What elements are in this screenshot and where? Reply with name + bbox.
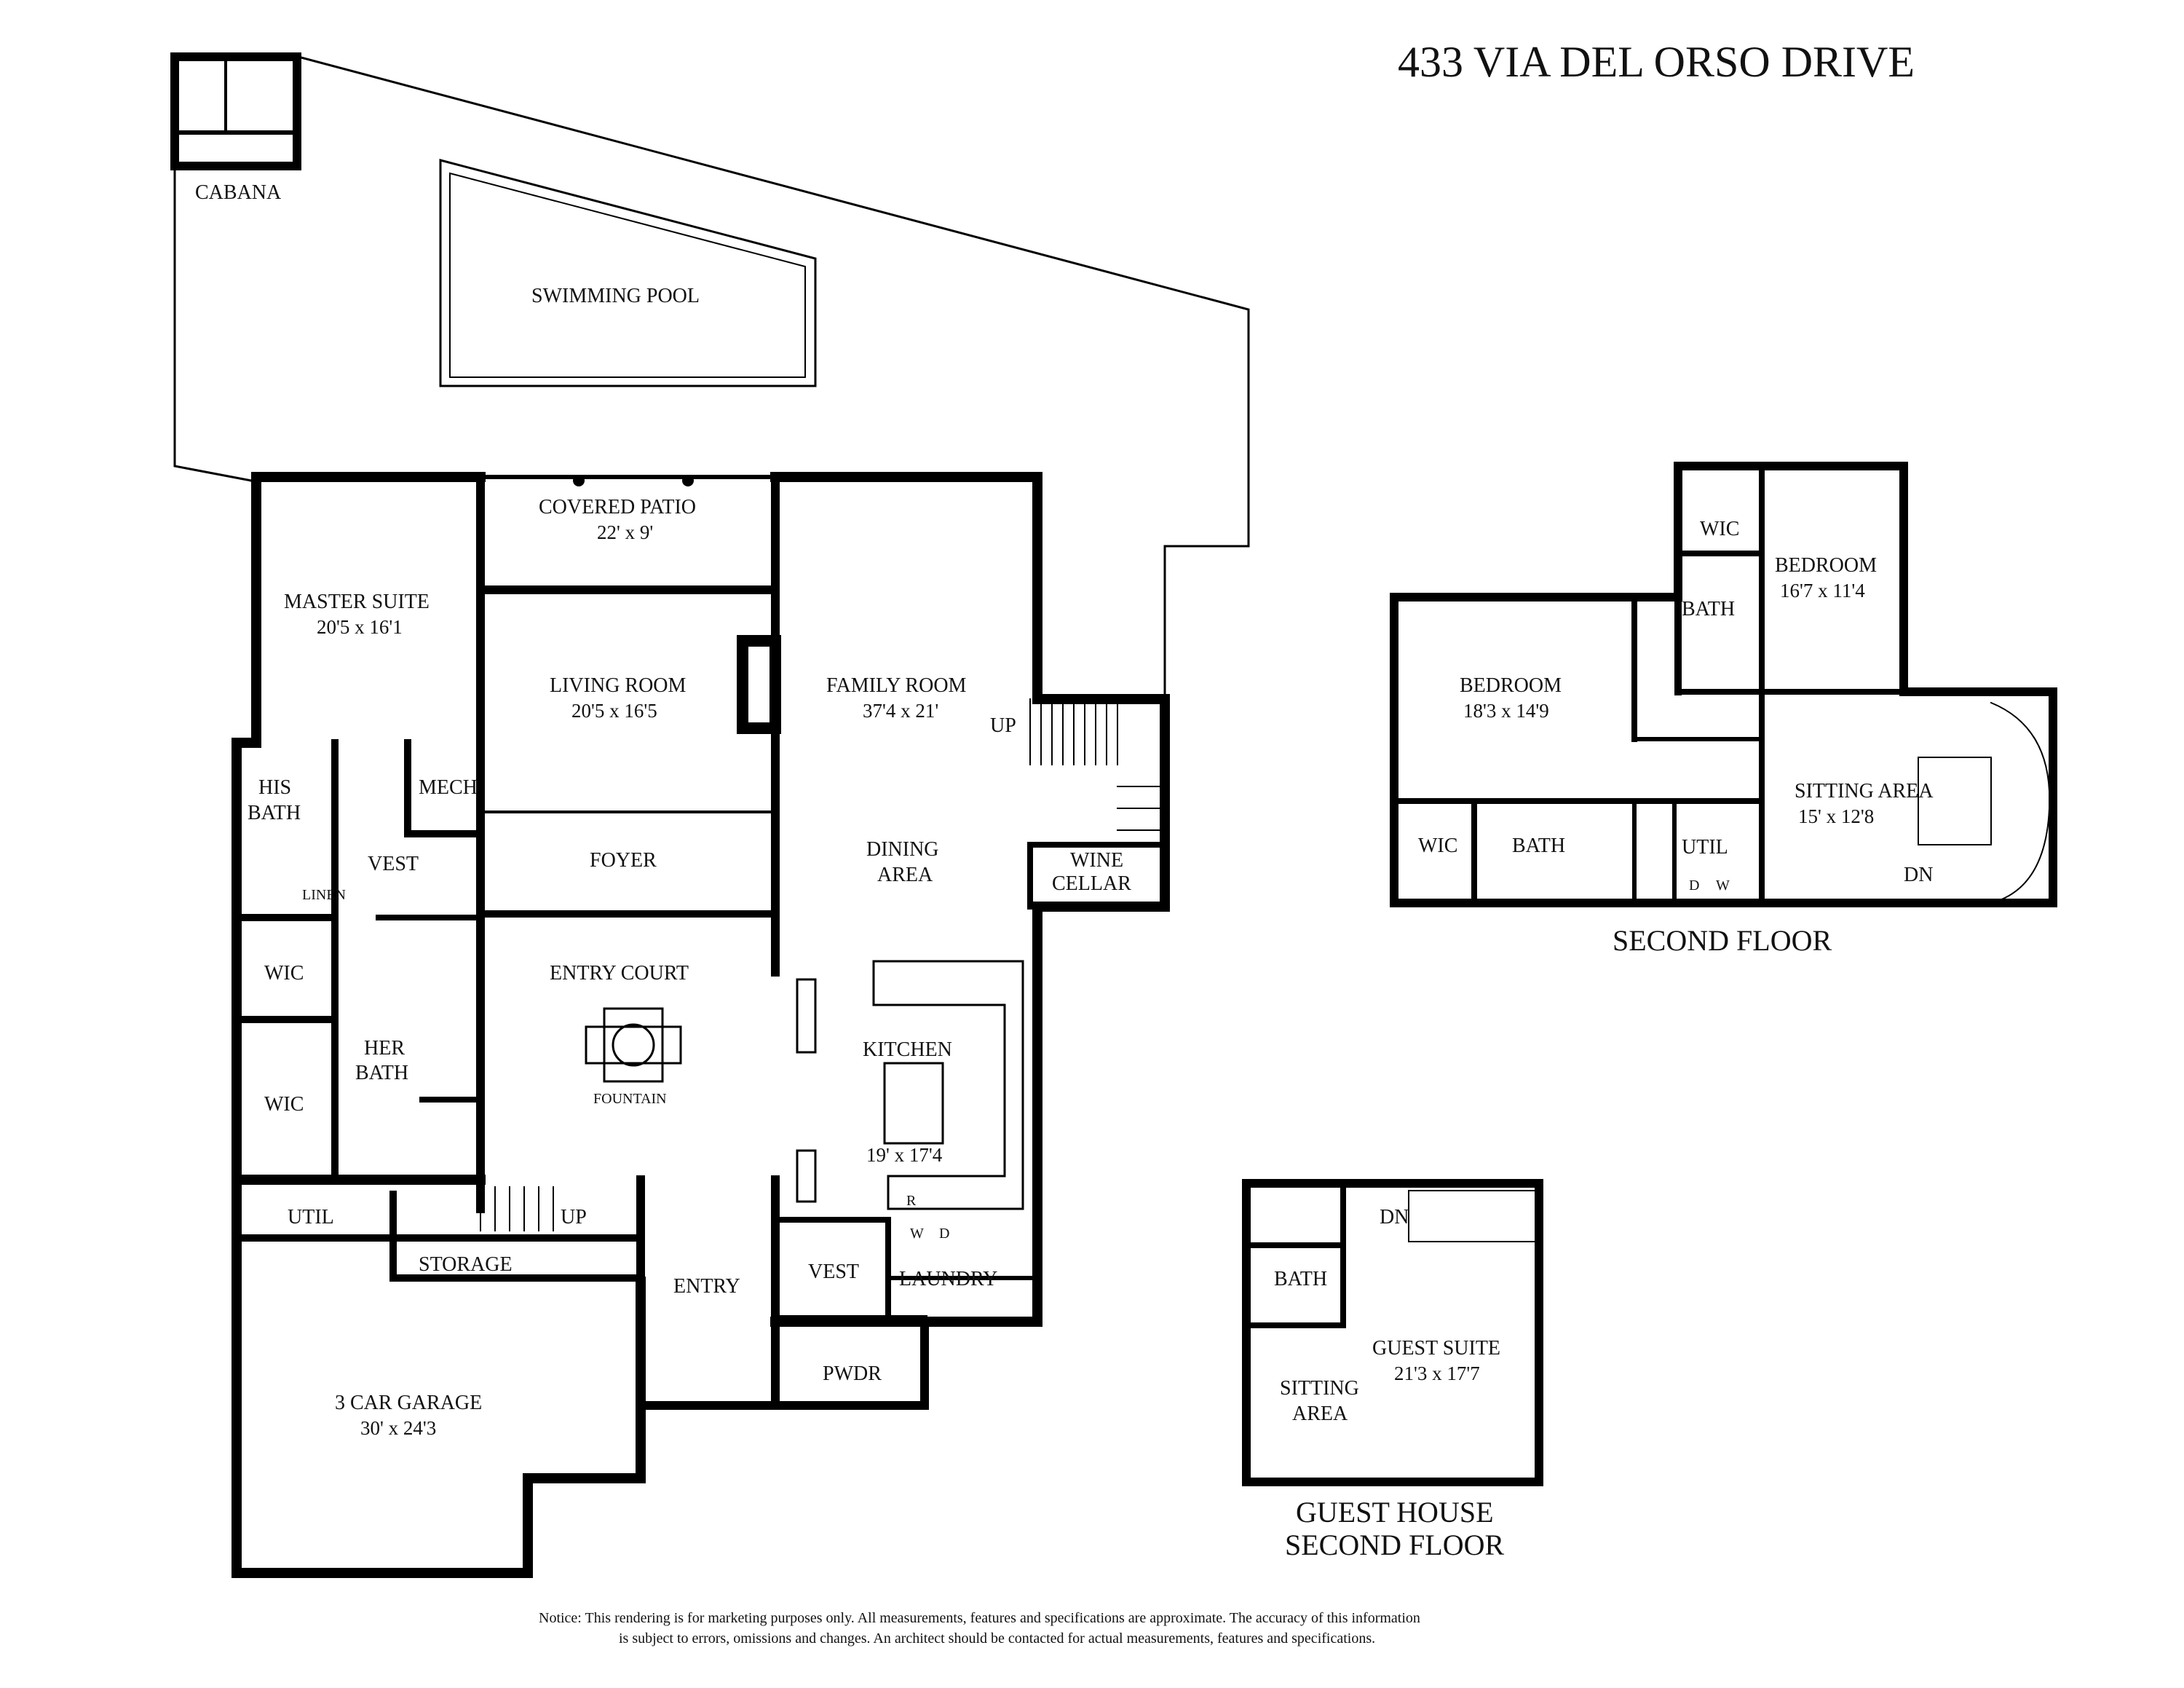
- patio-column: [682, 475, 694, 486]
- second-util: UTIL: [1682, 836, 1728, 859]
- master-suite-name: MASTER SUITE: [284, 591, 430, 613]
- laundry-washer: W: [910, 1226, 924, 1242]
- second-bedroom-a-name: BEDROOM: [1775, 554, 1877, 577]
- linen-label: LINEN: [302, 887, 346, 903]
- swimming-pool-inner: [449, 172, 806, 378]
- garage-size: 30' x 24'3: [360, 1417, 436, 1439]
- second-util-dryer: D: [1689, 877, 1699, 894]
- living-room-size: 20'5 x 16'5: [571, 700, 657, 722]
- family-room-name: FAMILY ROOM: [826, 674, 967, 697]
- laundry-vest-label: VEST: [808, 1261, 859, 1283]
- wic-label-2: WIC: [264, 1093, 304, 1116]
- second-wic-bottom: WIC: [1418, 835, 1457, 857]
- her-bath-label-1: HER: [364, 1037, 405, 1060]
- second-sitting-size: 15' x 12'8: [1798, 805, 1874, 827]
- second-stairs-down: DN: [1904, 864, 1933, 886]
- entry-label: ENTRY: [673, 1275, 740, 1298]
- mech-label: MECH: [419, 776, 478, 799]
- second-bath-top: BATH: [1682, 598, 1735, 620]
- kitchen-island: [883, 1062, 944, 1145]
- guest-bath: BATH: [1274, 1268, 1327, 1290]
- second-wic-top: WIC: [1700, 518, 1739, 540]
- laundry-label: LAUNDRY: [899, 1268, 997, 1290]
- fridge-label: R: [906, 1193, 917, 1209]
- garage-stairs-up: UP: [561, 1206, 587, 1228]
- dining-label-1: DINING: [866, 838, 939, 861]
- fountain-shape: [585, 1007, 682, 1083]
- guest-house-walls: [1242, 1179, 1543, 1486]
- guest-stairs: [1408, 1190, 1537, 1242]
- dining-label-2: AREA: [877, 864, 933, 886]
- second-floor-heading: SECOND FLOOR: [1613, 924, 1832, 957]
- master-suite-size: 20'5 x 16'1: [317, 616, 403, 638]
- second-bedroom-a-size: 16'7 x 11'4: [1780, 580, 1865, 602]
- fountain-label: FOUNTAIN: [593, 1091, 667, 1107]
- cabana-label: CABANA: [195, 181, 282, 204]
- living-room-name: LIVING ROOM: [550, 674, 687, 697]
- master-vest-label: VEST: [368, 853, 419, 875]
- fireplace: [737, 635, 781, 734]
- storage-label: STORAGE: [419, 1253, 513, 1276]
- second-util-washer: W: [1716, 877, 1730, 894]
- guest-sitting-1: SITTING: [1280, 1377, 1359, 1400]
- family-room-stairs: [1029, 698, 1166, 831]
- cabana-building: [170, 52, 301, 170]
- wine-label-2: CELLAR: [1052, 872, 1131, 895]
- left-wing-wall: [232, 738, 486, 1185]
- covered-patio-size: 22' x 9': [597, 521, 653, 543]
- family-room-wall: [770, 472, 1042, 704]
- notice-line-1: Notice: This rendering is for marketing …: [539, 1610, 1420, 1626]
- second-bedroom-b-size: 18'3 x 14'9: [1463, 700, 1549, 722]
- garage-wall: [232, 1175, 646, 1578]
- his-bath-label-2: BATH: [248, 802, 301, 824]
- swimming-pool-outer: [439, 159, 817, 387]
- wic-label-1: WIC: [264, 962, 304, 985]
- her-bath-label-2: BATH: [355, 1062, 408, 1084]
- garage-stairs: [480, 1186, 554, 1231]
- powder-label: PWDR: [823, 1362, 882, 1385]
- kitchen-cabinets: [872, 960, 1024, 1210]
- first-floor-walls: [170, 52, 1250, 1578]
- family-stairs-up: UP: [990, 714, 1016, 737]
- guest-sitting-2: AREA: [1292, 1403, 1348, 1425]
- pool-deck-left: [173, 166, 253, 482]
- second-sitting-name: SITTING AREA: [1795, 780, 1934, 802]
- his-bath-label-1: HIS: [258, 776, 291, 799]
- pool-label: SWIMMING POOL: [531, 285, 700, 307]
- guest-stairs-down: DN: [1380, 1206, 1409, 1228]
- second-bath-bottom: BATH: [1512, 835, 1565, 857]
- covered-patio-name: COVERED PATIO: [539, 496, 696, 518]
- patio-column: [573, 475, 585, 486]
- page-title: 433 VIA DEL ORSO DRIVE: [1398, 38, 1915, 86]
- kitchen-size: 19' x 17'4: [866, 1144, 943, 1166]
- second-floor-stairs: [1918, 701, 2051, 904]
- guest-house-heading-2: SECOND FLOOR: [1285, 1529, 1504, 1561]
- garage-name: 3 CAR GARAGE: [335, 1392, 482, 1414]
- guest-house-heading-1: GUEST HOUSE: [1296, 1496, 1494, 1529]
- util-label: UTIL: [288, 1206, 334, 1228]
- powder-wall: [771, 1317, 929, 1410]
- notice-line-2: is subject to errors, omissions and chan…: [619, 1630, 1375, 1646]
- second-floor-walls: [1390, 462, 2057, 907]
- foyer-label: FOYER: [590, 849, 657, 872]
- entry-court-label: ENTRY COURT: [550, 962, 689, 985]
- kitchen-name: KITCHEN: [863, 1038, 952, 1061]
- second-bedroom-b-name: BEDROOM: [1460, 674, 1562, 697]
- guest-suite-size: 21'3 x 17'7: [1394, 1362, 1480, 1384]
- laundry-dryer: D: [939, 1226, 949, 1242]
- guest-suite-name: GUEST SUITE: [1372, 1337, 1500, 1360]
- wine-label-1: WINE: [1070, 849, 1123, 872]
- master-suite-wall: [251, 472, 486, 748]
- wine-cellar: [1027, 842, 1168, 910]
- family-room-size: 37'4 x 21': [863, 700, 938, 722]
